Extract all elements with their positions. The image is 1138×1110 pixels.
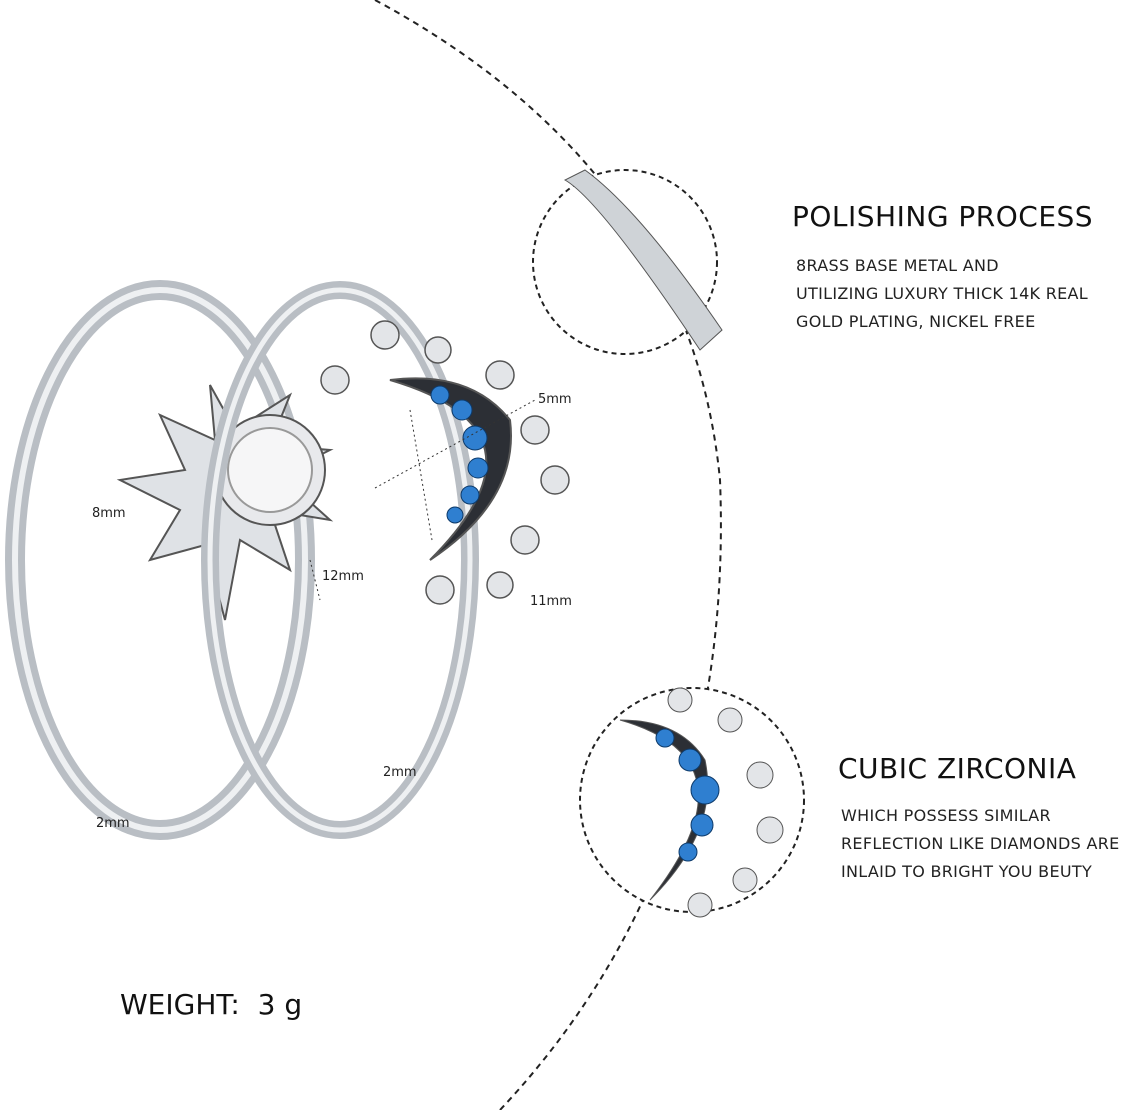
zirconia-description: WHICH POSSESS SIMILAR REFLECTION LIKE DI… (841, 802, 1120, 886)
text-line: 8RASS BASE METAL AND (796, 256, 999, 275)
sun-setting (116, 384, 334, 621)
moon-setting (389, 377, 512, 561)
moon-ring-image (201, 281, 570, 839)
dashed-arc (374, 0, 722, 1110)
text-line: UTILIZING LUXURY THICK 14K REAL (796, 284, 1089, 303)
text-line: INLAID TO BRIGHT YOU BEUTY (841, 862, 1093, 881)
zirconia-detail-circle (579, 687, 805, 918)
dim-band-left: 2mm (96, 816, 130, 831)
dim-sun-height: 12mm (322, 569, 364, 584)
text-line: WHICH POSSESS SIMILAR (841, 806, 1051, 825)
zirconia-title: CUBIC ZIRCONIA (838, 752, 1077, 785)
weight-info: WEIGHT: 3 g (120, 988, 302, 1021)
polishing-title: POLISHING PROCESS (792, 200, 1094, 233)
weight-value: 3 g (257, 988, 303, 1021)
dimension-lines (309, 399, 536, 601)
dim-band-right: 2mm (383, 765, 417, 780)
dim-moon-height: 11mm (530, 594, 572, 609)
sun-ring-image (5, 280, 334, 840)
dim-sun-width: 8mm (92, 506, 126, 521)
text-line: GOLD PLATING, NICKEL FREE (796, 312, 1036, 331)
dim-moon-width: 5mm (538, 392, 572, 407)
text-line: REFLECTION LIKE DIAMONDS ARE (841, 834, 1120, 853)
polishing-detail-circle (532, 169, 723, 355)
weight-label: WEIGHT: (120, 988, 240, 1021)
polishing-description: 8RASS BASE METAL AND UTILIZING LUXURY TH… (796, 252, 1088, 336)
